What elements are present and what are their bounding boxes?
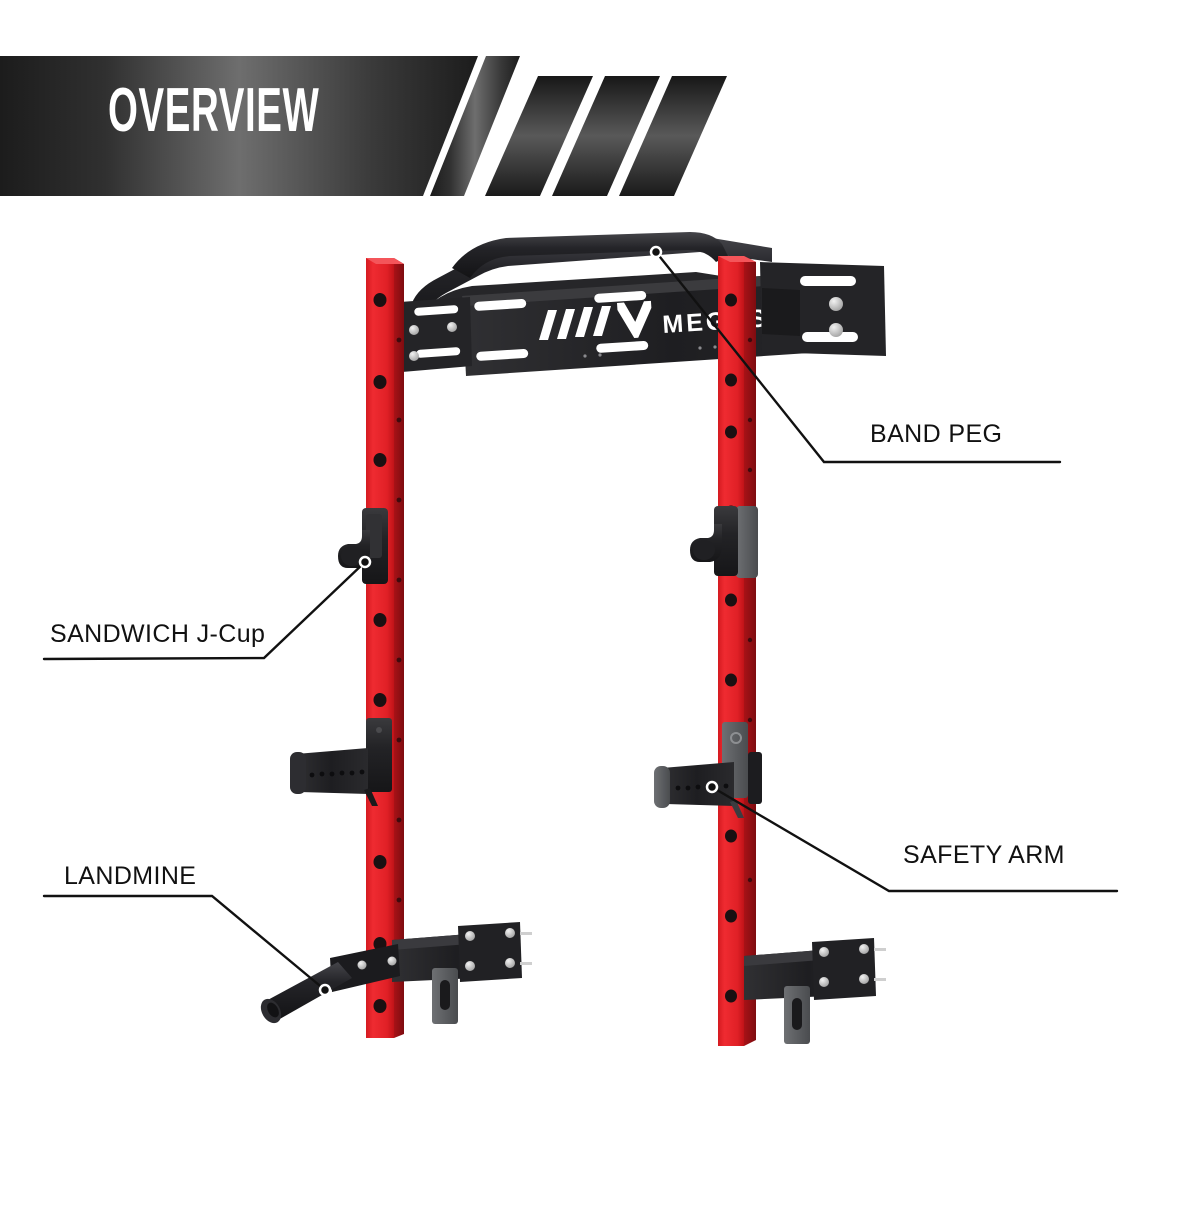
callout-label-sandwich-j-cup: SANDWICH J-Cup [50,620,266,648]
left-wall-plate-studs [520,932,532,965]
banner-stripe-1 [485,76,593,196]
right-safety-pin [730,732,742,744]
right-safety-side-plate [748,752,762,804]
left-foot-block-slot [440,980,450,1010]
safety-arm-left [290,718,392,806]
landmine-tube-bore [267,1002,279,1018]
banner-wedge [430,56,520,196]
right-bracket-slots [800,276,858,342]
top-mount-bracket-left [400,297,472,372]
upright-left [366,258,404,1038]
banner-stripe-2 [552,76,660,196]
right-jcup-backplate [736,506,758,578]
callout-label-band-peg: BAND PEG [870,420,1003,448]
right-jcup-cradle [693,540,715,560]
marker-landmine [318,983,332,997]
landmine-collar-bolts [357,956,397,970]
right-wall-plate-bolts [819,944,869,987]
base-assembly-right [744,938,886,1044]
pullup-crossbar [452,232,728,278]
callout-label-landmine: LANDMINE [64,862,197,890]
sandwich-j-cup-right [690,506,758,578]
marker-band-peg [649,245,663,259]
left-safety-bracket [366,718,392,792]
page-title: OVERVIEW [108,76,320,145]
megastar-logo-mark [617,300,652,338]
banner-stripe-3 [619,76,727,196]
right-upright-top [718,256,756,262]
left-upright-top [366,258,404,264]
left-safety-arm-body [294,748,368,794]
left-jcup-cradle [341,546,363,566]
landmine-tube [264,962,352,1020]
left-upright-side [394,258,404,1038]
right-safety-arm-body [660,762,734,806]
right-safety-arm-cap [654,766,670,808]
left-safety-arm-holes [309,769,365,778]
callout-leaders [42,245,1119,997]
marker-sandwich-j-cup [358,555,372,569]
right-foot-block-slot [792,998,802,1030]
leader-sandwich-j-cup [42,560,367,661]
left-wall-plate-bolts [465,928,515,971]
left-bracket-bolts [409,322,457,361]
left-safety-arm-gusset [364,788,378,806]
right-wall-plate-studs [874,948,886,981]
leader-landmine [42,894,327,992]
brand-hash-marks [539,306,611,340]
right-jcup-body [714,506,738,576]
upright-right [718,256,756,1046]
right-upright-side [744,256,756,1046]
right-bracket-connector [762,288,800,336]
left-bracket-slots [414,305,461,358]
banner-shapes [0,56,727,196]
marker-safety-arm [705,780,719,794]
left-safety-arm-cap [290,752,306,794]
plate-rivets [583,345,717,358]
callout-label-safety-arm: SAFETY ARM [903,841,1065,869]
leader-band-peg [654,250,1062,464]
leader-markers [318,245,719,997]
overview-diagram-page: OVERVIEW [0,28,1200,1046]
banner-body [0,56,478,196]
header-banner: OVERVIEW [0,28,1200,196]
base-assembly-left [260,922,532,1024]
right-safety-arm-gusset [730,800,744,818]
leader-safety-arm [710,785,1119,893]
pullup-frame-left-arm [404,236,772,330]
top-mount-bracket-right [760,262,886,356]
left-safety-pin [376,727,382,733]
